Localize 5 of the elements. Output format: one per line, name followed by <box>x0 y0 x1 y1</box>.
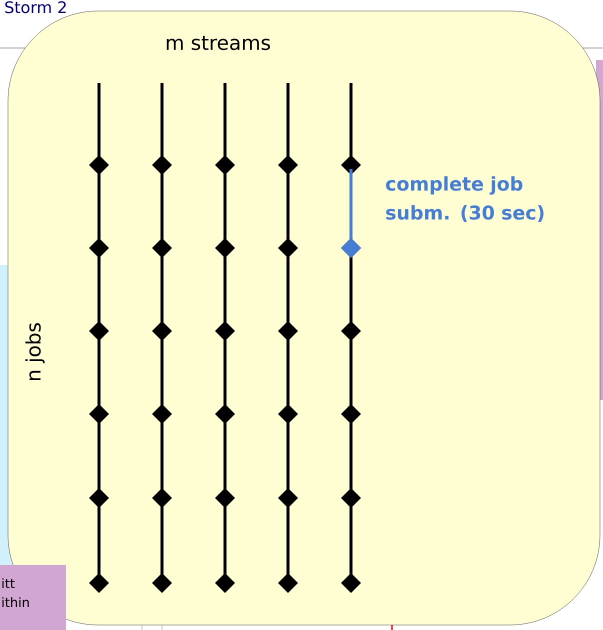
annotation-text: complete job subm. (30 sec) <box>386 176 544 222</box>
text-panel: itt ithin <box>0 565 66 630</box>
stream-count-label: m streams <box>166 36 270 50</box>
title-text: Storm 2 <box>5 1 66 14</box>
job-count-label: n jobs <box>25 323 45 380</box>
